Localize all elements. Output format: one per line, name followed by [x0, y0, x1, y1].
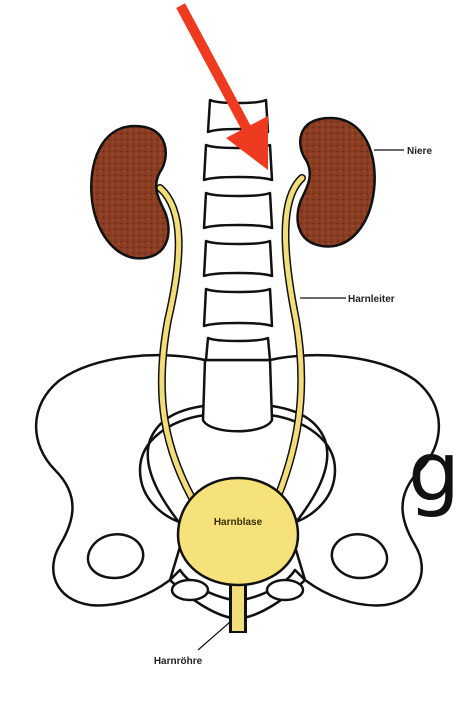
vertebra	[204, 241, 272, 276]
right-obturator	[332, 534, 387, 578]
right-foramen	[267, 580, 303, 600]
kidney-label: Niere	[407, 146, 432, 157]
urethra-label: Harnröhre	[154, 656, 203, 667]
left-obturator	[88, 534, 143, 578]
red-arrow	[183, 10, 268, 170]
bladder-label: Harnblase	[214, 517, 263, 528]
bladder	[178, 478, 298, 585]
vertebra	[204, 193, 272, 228]
left-foramen	[172, 580, 208, 600]
vertebra	[206, 338, 270, 360]
ureter-label: Harnleiter	[348, 294, 395, 305]
left-kidney	[91, 126, 168, 258]
vertebra	[204, 289, 272, 326]
cut-off-glyph: g	[408, 425, 460, 520]
urethra-leader	[198, 622, 230, 650]
right-kidney	[298, 118, 375, 246]
sacrum	[203, 360, 272, 431]
